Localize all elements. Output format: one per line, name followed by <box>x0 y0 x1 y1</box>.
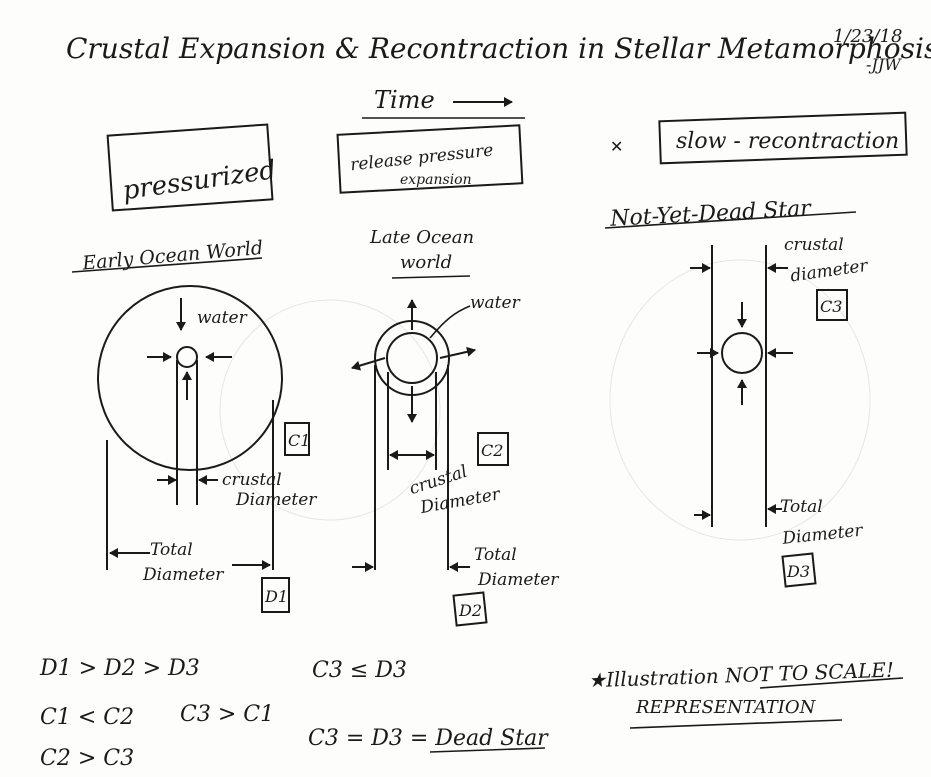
stage1-total-label-2: Diameter <box>142 565 224 585</box>
d2-box <box>452 591 488 627</box>
stage3-total-label-1: Total <box>780 497 823 517</box>
stage1-core <box>176 346 198 368</box>
stage3-box <box>658 111 908 165</box>
stage3-underline <box>604 211 857 229</box>
stage2-label-2: world <box>400 252 452 273</box>
d3-box <box>781 552 817 588</box>
d1-label: D1 <box>264 587 288 606</box>
d1-box <box>261 577 290 613</box>
stage1-total-label-1: Total <box>150 540 193 560</box>
stage2-box-line2: expansion <box>400 172 472 188</box>
time-label: Time <box>374 86 435 114</box>
relation-c1-c2: C1 < C2 <box>40 705 134 730</box>
scribble-mark: ✕ <box>610 137 623 156</box>
stage1-box <box>106 123 274 212</box>
relation-c3-c1: C3 > C1 <box>180 702 274 727</box>
relation-dead-star: C3 = D3 = Dead Star <box>308 726 549 751</box>
note-line-1: ★Illustration NOT TO SCALE! <box>588 658 895 693</box>
stage2-arrow-right <box>439 346 476 359</box>
stage1-water-label: water <box>197 308 248 328</box>
stage3-crustal-label-2: diameter <box>789 256 870 287</box>
stage2-arrow-left <box>351 357 386 371</box>
stage2-total-label-1: Total <box>474 545 517 565</box>
stage2-total-label-2: Diameter <box>477 570 559 590</box>
stage2-water-label: water <box>470 293 521 313</box>
stage2-box <box>336 124 524 194</box>
note-line-2: REPRESENTATION <box>635 697 817 718</box>
note-underline-1 <box>759 677 904 689</box>
c2-label: C2 <box>481 441 503 460</box>
d2-label: D2 <box>458 601 482 620</box>
stage2-underline <box>391 275 471 279</box>
date: 1/23/18 <box>833 26 902 47</box>
c1-label: C1 <box>288 431 310 450</box>
c1-box <box>284 422 310 456</box>
title: Crustal Expansion & Recontraction in Ste… <box>66 32 931 65</box>
relation-d-order: D1 > D2 > D3 <box>39 656 200 681</box>
c3-box <box>816 289 848 321</box>
dead-star-underline <box>429 747 546 753</box>
stage1-ocean-circle <box>97 285 283 471</box>
relation-c3-le-d3: C3 ≤ D3 <box>312 658 407 683</box>
note-underline-2 <box>629 719 843 729</box>
stage2-core <box>386 332 438 384</box>
stage1-crustal-label-1: crustal <box>222 470 282 490</box>
stage3-crustal-label-1: crustal <box>784 235 844 255</box>
c2-box <box>477 432 509 466</box>
stage2-box-line1: release pressure <box>349 140 494 175</box>
stage1-box-text: pressurized <box>121 155 278 206</box>
stage1-underline <box>71 257 263 273</box>
stage3-core <box>721 332 763 374</box>
author: -JJW <box>866 55 902 74</box>
d3-label: D3 <box>786 562 810 581</box>
bleed-through-ghost <box>219 259 871 541</box>
stage3-box-text: slow - recontraction <box>676 129 899 154</box>
relation-c2-c3: C2 > C3 <box>40 746 134 771</box>
stage3-total-label-2: Diameter <box>780 521 864 549</box>
c3-label: C3 <box>820 297 842 316</box>
stage2-label-1: Late Ocean <box>369 227 474 248</box>
stage2-water-pointer <box>429 305 471 339</box>
stage1-crustal-label-2: Diameter <box>235 490 317 510</box>
